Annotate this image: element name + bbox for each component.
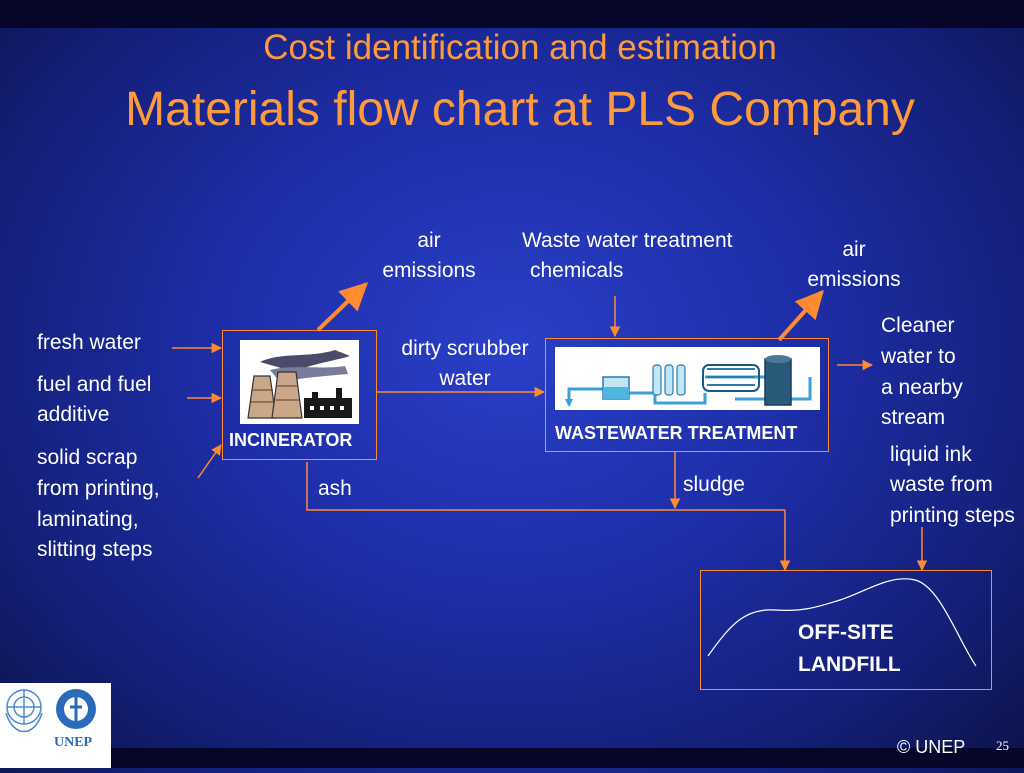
- input-scrap-line2: from printing,: [37, 477, 160, 500]
- slide-subtitle: Materials flow chart at PLS Company: [125, 83, 915, 136]
- treatment-plant-icon: [565, 355, 812, 407]
- arrow-incinerator-air: [316, 282, 369, 332]
- wastewater-illustration: [555, 347, 820, 410]
- factory-icon: [247, 350, 352, 419]
- incinerator-box: [222, 330, 377, 460]
- line-ash: [306, 462, 785, 511]
- input-fresh-water: fresh water: [37, 331, 141, 354]
- chemicals-line2: chemicals: [530, 259, 624, 282]
- incinerator-illustration: [240, 340, 359, 424]
- landfill-box: [700, 570, 992, 690]
- scrubber-line2: water: [439, 367, 491, 390]
- wastewater-label: WASTEWATER TREATMENT: [555, 423, 798, 443]
- ink-line3: printing steps: [890, 504, 1015, 527]
- ash-label: ash: [318, 477, 352, 500]
- wastewater-box: [545, 338, 829, 452]
- arrow-scrap: [197, 444, 222, 479]
- sludge-label: sludge: [683, 473, 745, 496]
- wastewater-air-line1: air: [842, 238, 866, 261]
- incinerator-label: INCINERATOR: [229, 430, 353, 450]
- cleaner-line4: stream: [881, 406, 946, 429]
- input-scrap-line3: laminating,: [37, 508, 139, 531]
- incinerator-air-line1: air: [417, 229, 441, 252]
- input-fuel-line2: additive: [37, 403, 110, 426]
- unep-logo: UNEP: [0, 683, 111, 768]
- copyright: © UNEP: [897, 737, 966, 757]
- input-fuel-line1: fuel and fuel: [37, 373, 152, 396]
- landfill-contour-icon: [707, 578, 977, 667]
- input-scrap-line1: solid scrap: [37, 446, 138, 469]
- cleaner-line2: water to: [881, 345, 956, 368]
- ink-line2: waste from: [890, 473, 993, 496]
- wastewater-air-line2: emissions: [807, 268, 901, 291]
- landfill-line2: LANDFILL: [798, 653, 901, 676]
- chemicals-line1: Waste water treatment: [522, 229, 733, 252]
- cleaner-line3: a nearby: [881, 376, 963, 399]
- page-number: 25: [996, 738, 1009, 753]
- landfill-line1: OFF-SITE: [798, 621, 894, 644]
- input-scrap-line4: slitting steps: [37, 538, 153, 561]
- ink-line1: liquid ink: [890, 443, 972, 466]
- unep-logo-text: UNEP: [54, 735, 93, 750]
- cleaner-line1: Cleaner: [881, 314, 955, 337]
- scrubber-line1: dirty scrubber: [401, 337, 529, 360]
- bottom-bar: [0, 748, 1024, 768]
- incinerator-air-line2: emissions: [382, 259, 476, 282]
- un-emblem-icon: [5, 689, 96, 733]
- slide-title: Cost identification and estimation: [263, 28, 777, 67]
- top-bar: [0, 0, 1024, 28]
- arrow-wastewater-air: [777, 289, 824, 342]
